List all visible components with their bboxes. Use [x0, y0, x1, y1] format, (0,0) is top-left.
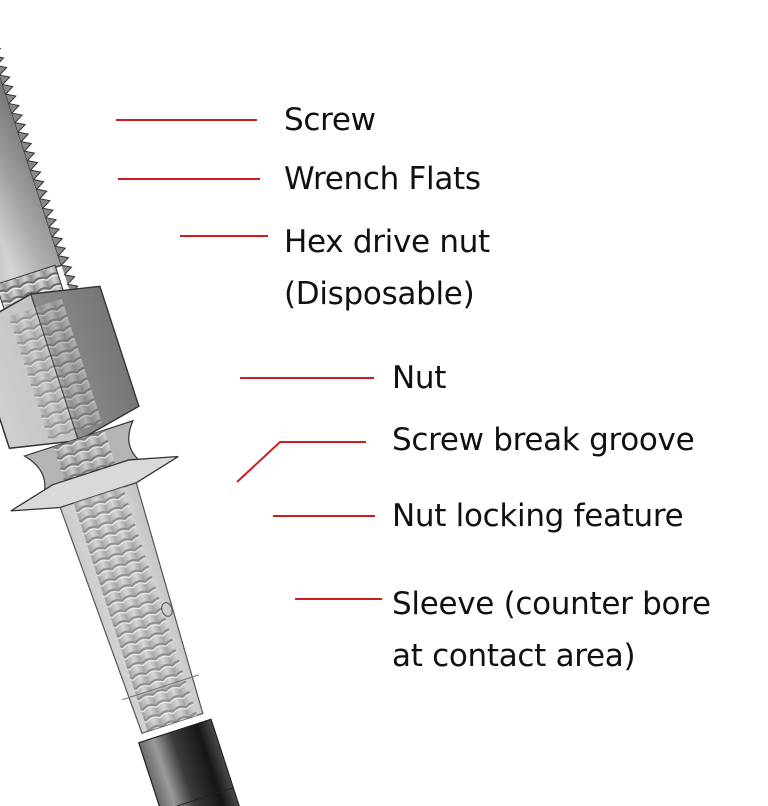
label-sleeve-line2: at contact area) [392, 638, 636, 674]
label-hex-drive-nut-line2: (Disposable) [284, 276, 475, 312]
sleeve [137, 718, 262, 806]
label-nut-locking-feature-text: Nut locking feature [392, 498, 684, 534]
label-sleeve: Sleeve (counter bore at contact area) [392, 578, 711, 682]
label-screw-text: Screw [284, 102, 376, 138]
label-hex-drive-nut-line1: Hex drive nut [284, 224, 490, 260]
leader-lines [116, 119, 382, 600]
label-hex-drive-nut: Hex drive nut (Disposable) [284, 216, 490, 320]
label-screw-break-groove-text: Screw break groove [392, 422, 695, 458]
hex-drive-nut [0, 285, 140, 450]
leader-screw-break-groove [236, 441, 366, 483]
label-wrench-flats: Wrench Flats [284, 159, 481, 199]
label-nut-text: Nut [392, 360, 447, 396]
label-nut-locking-feature: Nut locking feature [392, 496, 684, 536]
flanged-nut [10, 455, 204, 735]
label-sleeve-line1: Sleeve (counter bore [392, 586, 711, 622]
label-wrench-flats-text: Wrench Flats [284, 161, 481, 197]
label-nut: Nut [392, 358, 446, 398]
label-screw: Screw [284, 100, 376, 140]
label-screw-break-groove: Screw break groove [392, 420, 695, 460]
